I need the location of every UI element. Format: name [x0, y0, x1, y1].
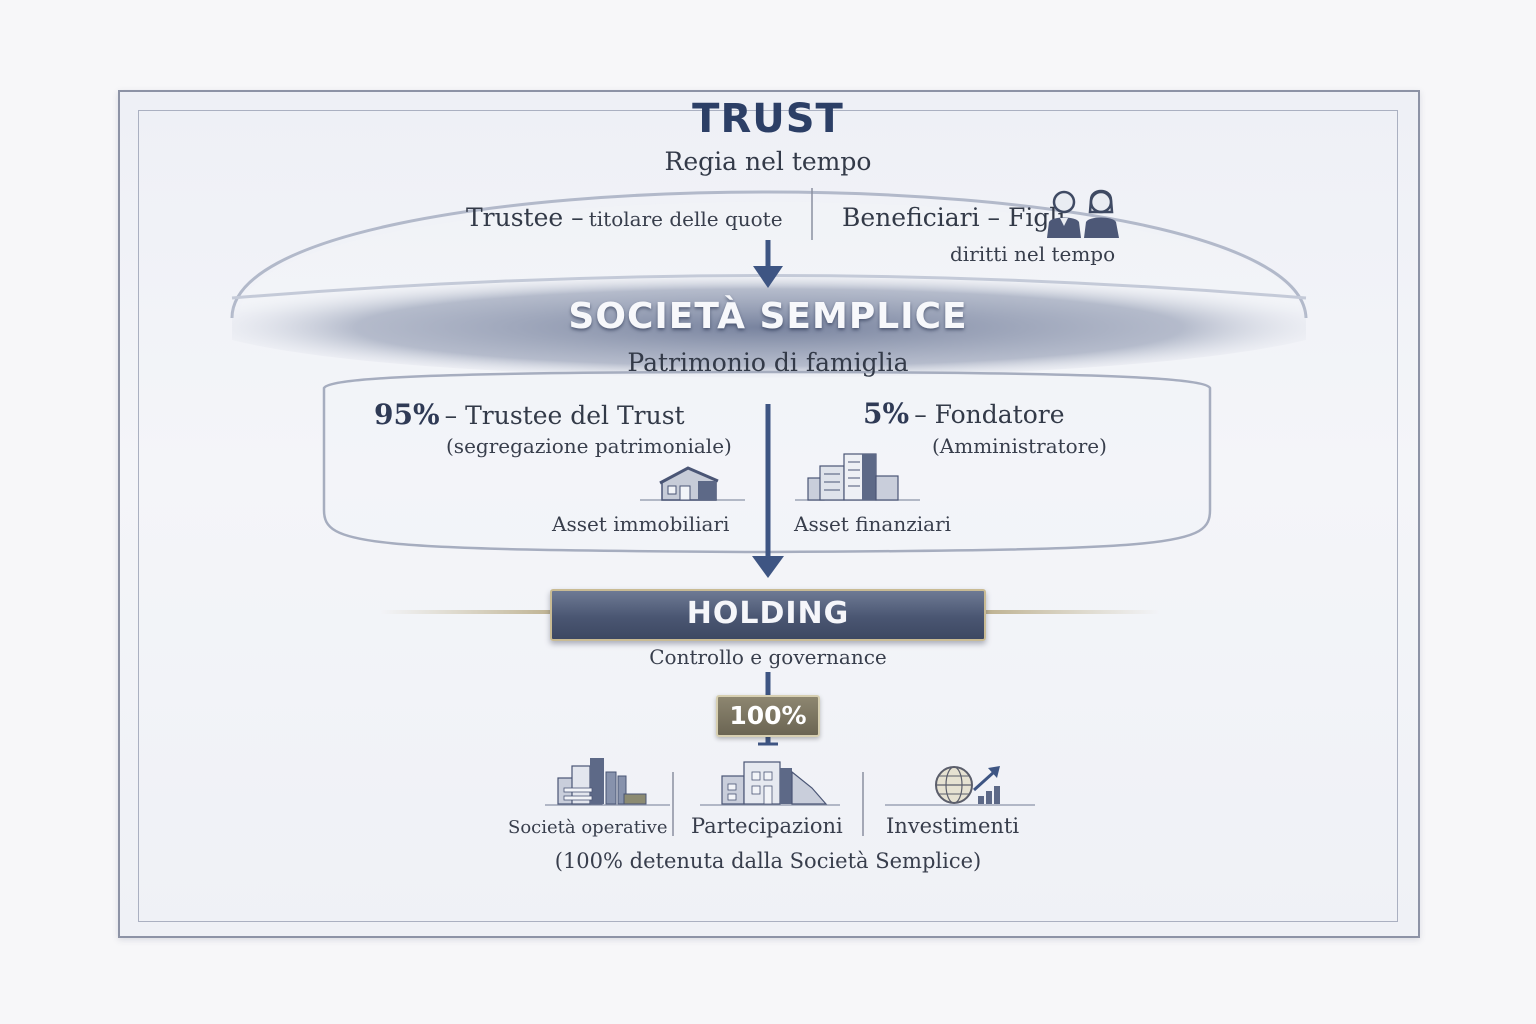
ownership-value: 100%	[729, 701, 807, 730]
societa-subtitle: Patrimonio di famiglia	[627, 348, 909, 377]
subsidiary-operative: Società operative	[508, 817, 668, 838]
subsidiary-investimenti: Investimenti	[886, 814, 1020, 838]
trustee-label: Trustee –	[466, 203, 584, 232]
asset-right-label: Asset finanziari	[794, 512, 952, 536]
right-share: 5% – Fondatore	[863, 397, 1065, 430]
people-icon	[1047, 189, 1119, 238]
offices-icon	[721, 761, 828, 805]
arrow-societa-down	[752, 556, 784, 578]
holding-title: HOLDING	[686, 596, 850, 631]
right-pct: 5%	[863, 397, 910, 430]
trustee-line: Trustee – titolare delle quote	[466, 203, 783, 232]
trust-dome	[230, 190, 1308, 319]
trustee-detail: titolare delle quote	[588, 207, 783, 231]
beneficiari-label: Beneficiari – Figli	[842, 203, 1066, 232]
subsidiaries-note: (100% detenuta dalla Società Semplice)	[554, 849, 982, 873]
right-label: – Fondatore	[914, 400, 1065, 429]
ownership-badge: 100%	[716, 695, 820, 737]
house-icon	[659, 466, 719, 501]
trust-title: TRUST	[692, 96, 844, 142]
inner-frame	[138, 110, 1398, 922]
arrow-trust-down	[753, 266, 783, 288]
left-label: – Trustee del Trust	[444, 401, 685, 430]
left-detail: (segregazione patrimoniale)	[446, 434, 732, 458]
left-pct: 95%	[374, 398, 440, 431]
right-detail: (Amministratore)	[932, 434, 1107, 458]
societa-title: SOCIETÀ SEMPLICE	[568, 296, 968, 337]
globe-growth-icon	[935, 766, 1000, 804]
buildings-icon	[807, 453, 899, 501]
holding-subtitle: Controllo e governance	[649, 645, 887, 669]
beneficiari-detail: diritti nel tempo	[950, 242, 1116, 266]
societa-band	[232, 277, 1306, 378]
subsidiary-partecipazioni: Partecipazioni	[691, 814, 843, 838]
factory-icon	[557, 758, 647, 805]
trust-subtitle: Regia nel tempo	[664, 147, 872, 176]
holding-box: HOLDING	[550, 589, 986, 641]
asset-left-label: Asset immobiliari	[552, 512, 730, 536]
left-share: 95% – Trustee del Trust	[374, 398, 685, 431]
